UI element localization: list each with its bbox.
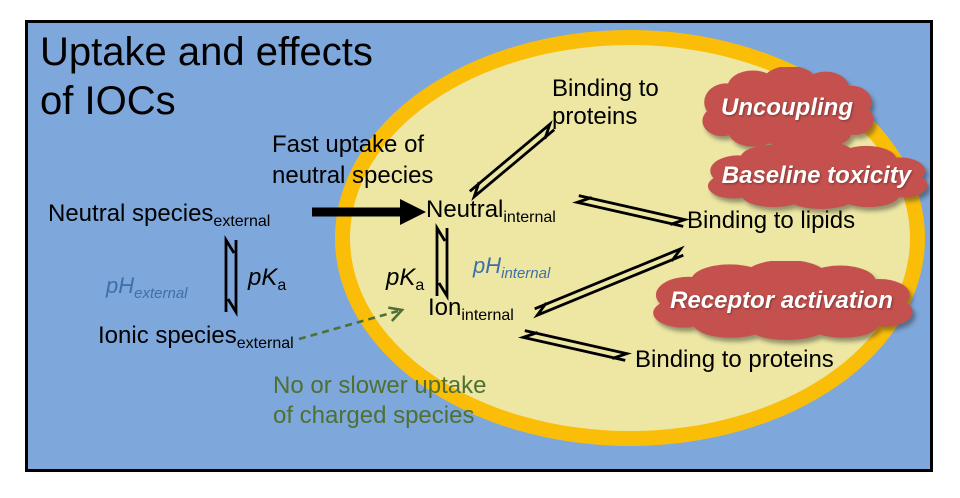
pka-internal-label: pKa [386,263,424,300]
ph-external-text: pH [106,273,135,298]
neutral-internal-sub: internal [503,209,556,226]
figure-frame: Uptake and effects of IOCs Fast uptake o… [25,20,933,472]
figure-title-line1: Uptake and effects [40,30,373,74]
fast-uptake-line1: Fast uptake of [272,131,425,158]
receptor-activation-label: Receptor activation [670,286,893,314]
ph-internal-text: pH [473,253,502,278]
fast-uptake-line2: neutral species [272,162,434,189]
uncoupling-cloud: Uncoupling [697,67,877,149]
figure-title: Uptake and effects of IOCs [40,28,373,126]
binding-proteins-bottom-label: Binding to proteins [635,346,834,373]
pka-external-text: pK [248,264,278,291]
ionic-species-external-text: Ionic species [98,322,237,349]
neutral-species-external-text: Neutral species [48,200,214,227]
slow-uptake-line1: No or slower uptake [273,372,487,399]
receptor-activation-cloud: Receptor activation [645,261,918,340]
baseline-toxicity-label: Baseline toxicity [721,161,912,189]
ionic-species-external-sub: external [236,335,294,352]
ionic-species-external-label: Ionic speciesexternal [98,321,294,358]
fast-uptake-label: Fast uptake of neutral species [272,129,433,191]
uncoupling-label: Uncoupling [721,94,853,121]
figure-title-line2: of IOCs [40,79,176,123]
binding-proteins-top-line2: proteins [552,103,638,130]
ph-internal-sub: internal [501,265,551,282]
ph-internal-label: pHinternal [473,251,550,288]
baseline-toxicity-cloud: Baseline toxicity [701,142,930,209]
equilibrium-external-vertical [224,235,238,317]
cloud-shape [702,67,874,149]
slow-uptake-line2: of charged species [273,402,475,429]
binding-proteins-top-label: Binding to proteins [552,75,659,131]
pka-external-sub: a [277,277,287,294]
binding-lipids-label: Binding to lipids [687,207,856,234]
ph-external-sub: external [134,285,188,302]
ion-internal-label: Ioninternal [428,293,514,330]
cloud-shape [707,142,928,209]
ion-internal-sub: internal [461,307,514,324]
ion-internal-text: Ion [428,294,462,321]
binding-proteins-top-line1: Binding to [552,75,659,102]
slow-uptake-label: No or slower uptake of charged species [273,371,486,431]
pka-external-label: pKa [248,263,286,300]
neutral-internal-label: Neutralinternal [426,195,556,232]
pka-internal-sub: a [415,277,425,294]
cloud-shape [653,261,913,340]
neutral-species-external-sub: external [213,213,271,230]
ph-external-label: pHexternal [106,271,188,308]
pka-internal-text: pK [386,264,416,291]
neutral-internal-text: Neutral [426,196,504,223]
neutral-species-external-label: Neutral speciesexternal [48,199,270,236]
